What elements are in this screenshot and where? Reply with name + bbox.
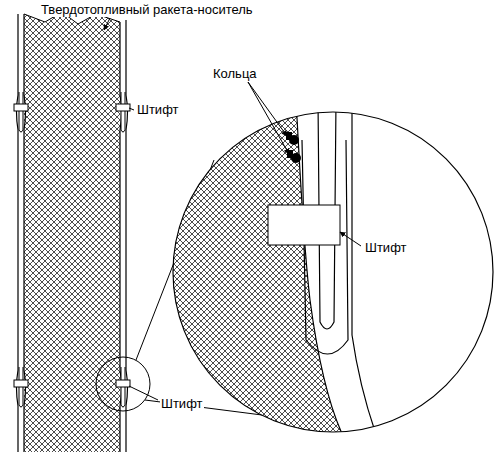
part-label: Штифт — [136, 102, 180, 117]
magnifier-circle — [173, 112, 493, 432]
joint-detail — [160, 80, 378, 440]
part-label: Штифт — [364, 240, 408, 255]
booster-body — [17, 12, 128, 452]
field-joint — [14, 92, 130, 407]
part-label: Штифт — [160, 396, 204, 411]
part-label: Кольца — [212, 66, 258, 81]
title-label: Твердотопливный ракета-носитель — [40, 2, 254, 17]
leader-line — [104, 18, 361, 400]
